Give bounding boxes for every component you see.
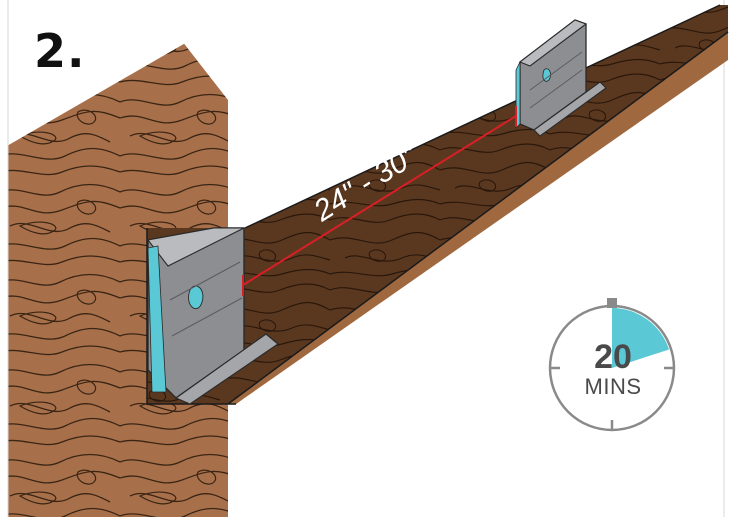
stopwatch-icon	[548, 298, 676, 432]
metal-bracket-upper	[515, 19, 607, 137]
timer-unit: MINS	[584, 374, 642, 399]
timer-value: 20	[594, 338, 632, 376]
timer-elapsed-wedge	[612, 308, 670, 368]
step-number: 2.	[34, 24, 86, 78]
left-white-strip	[0, 0, 8, 517]
top-corner-white	[0, 0, 250, 132]
metal-bracket-lower	[147, 227, 279, 405]
